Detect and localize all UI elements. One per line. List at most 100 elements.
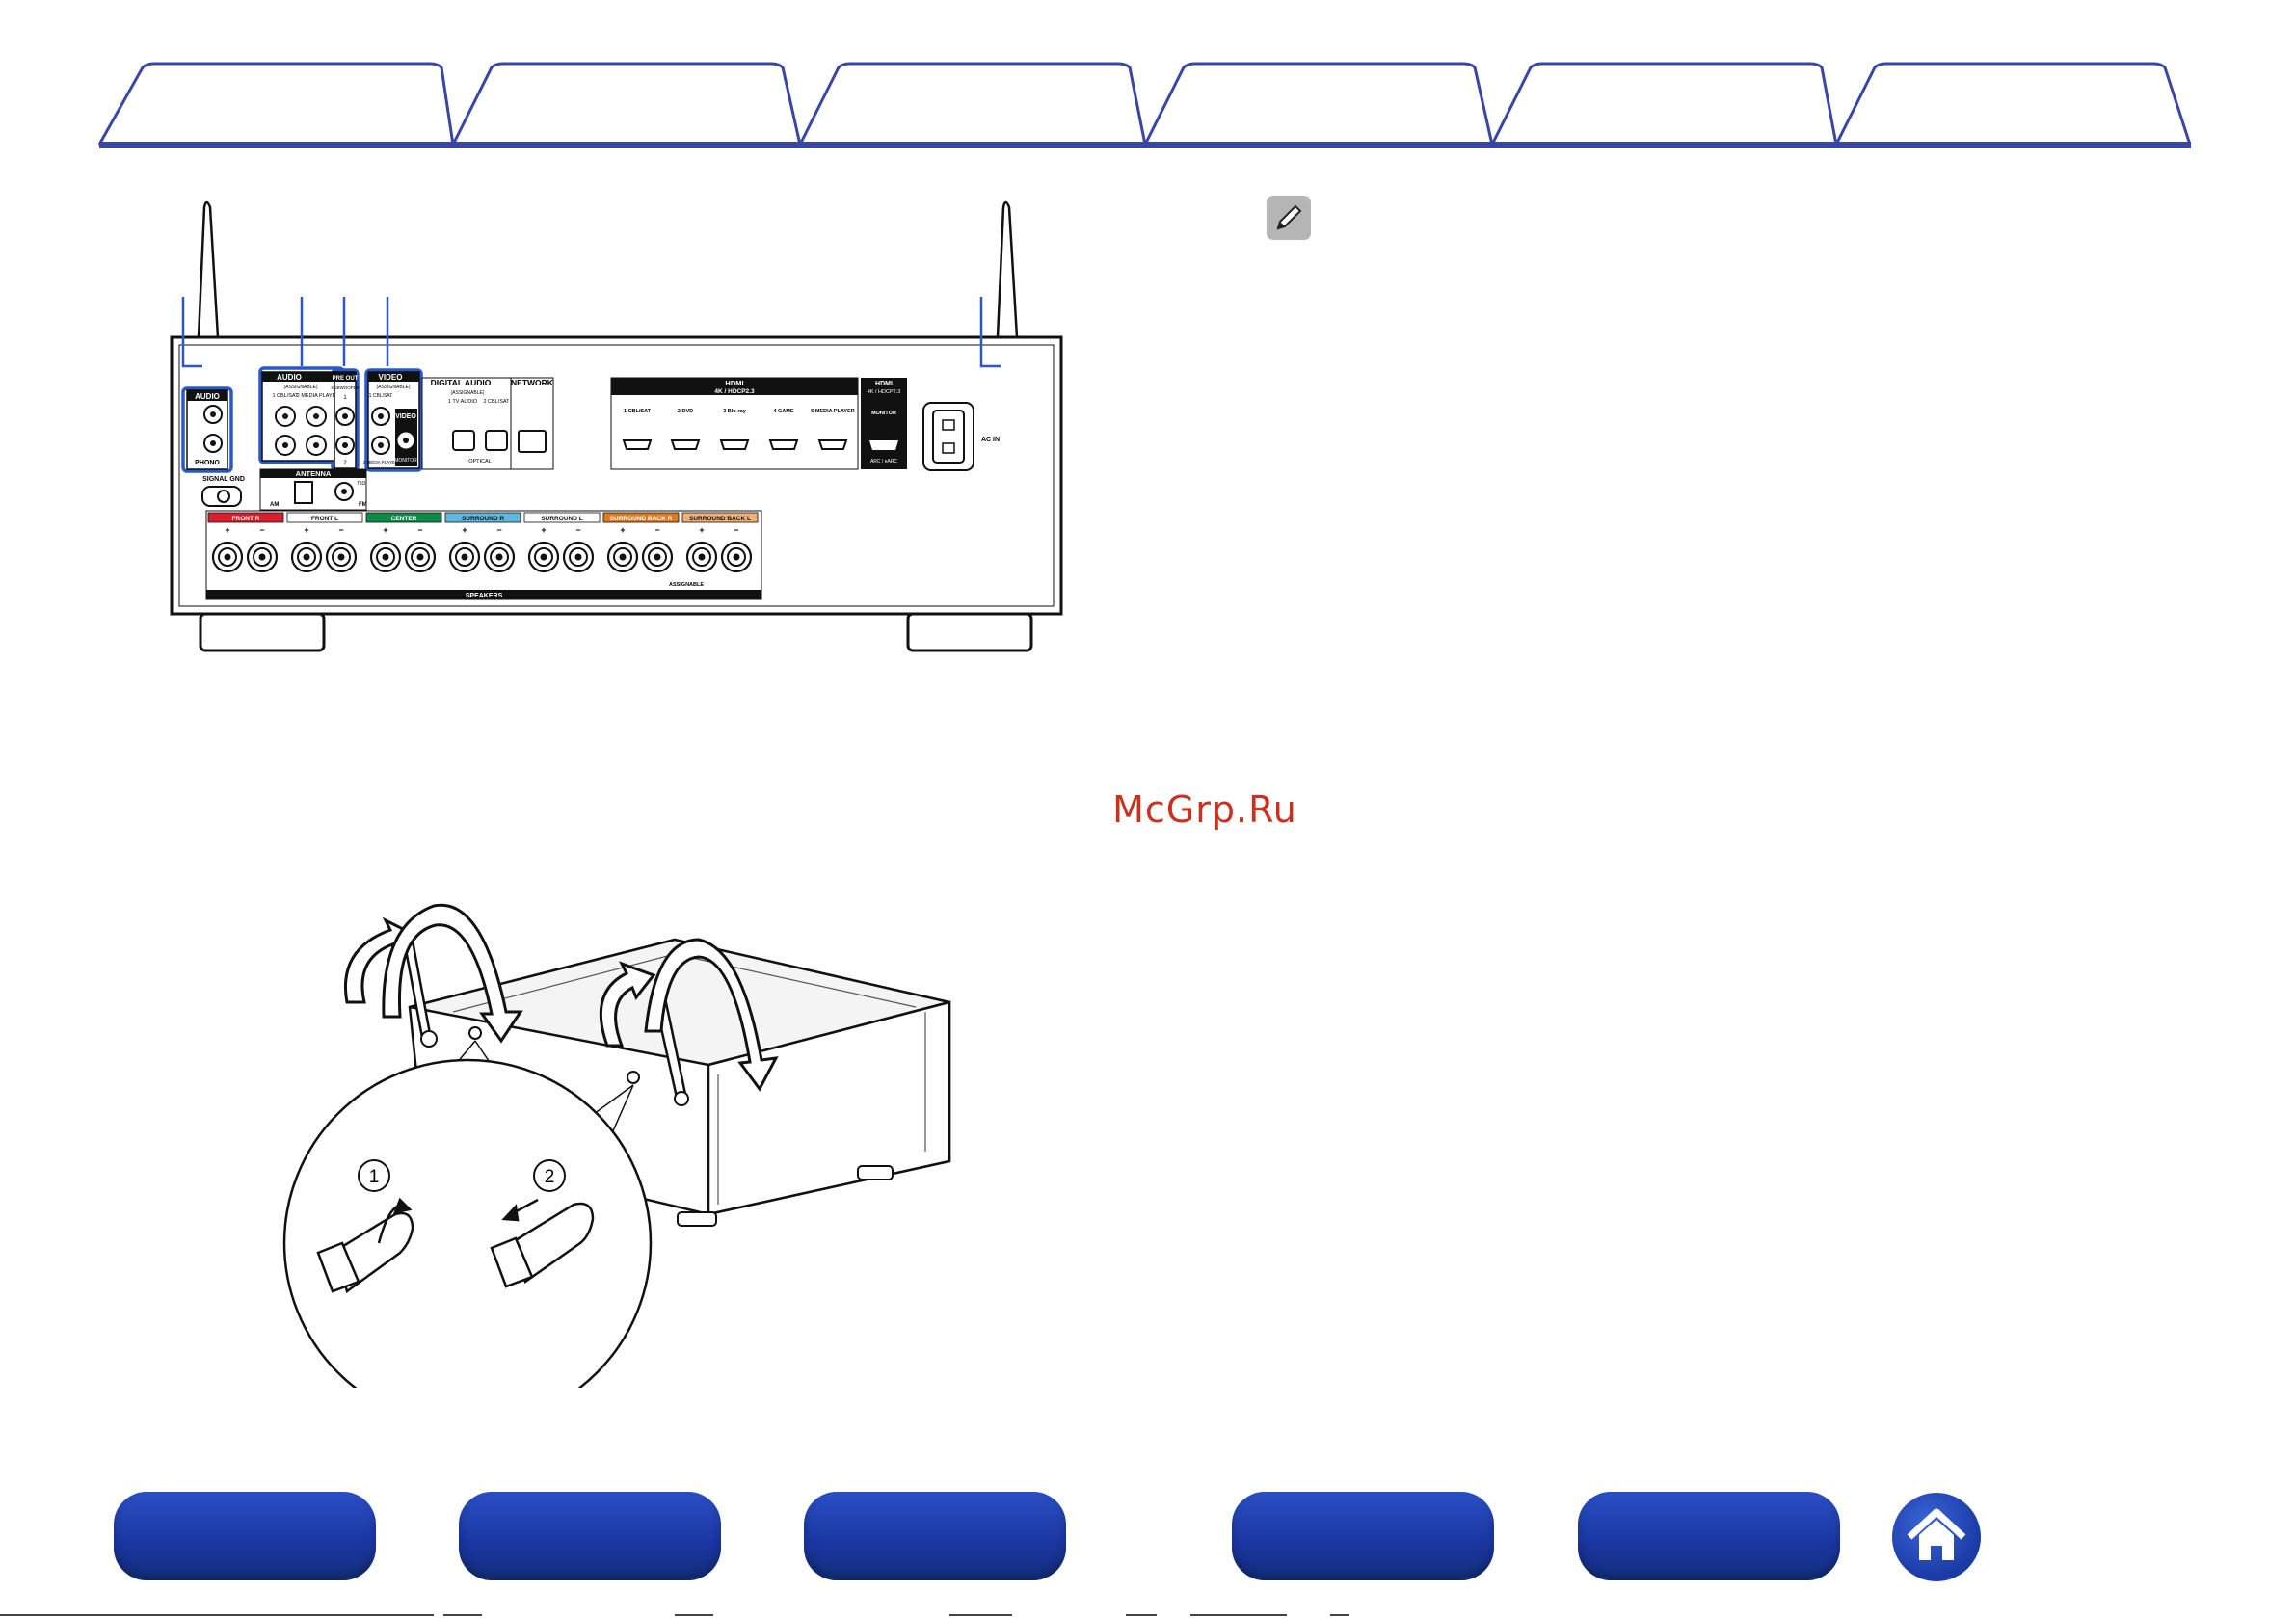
home-button[interactable] (1892, 1493, 1981, 1581)
speaker-group-header (602, 512, 680, 523)
step2-marker: 2 (545, 1167, 555, 1187)
plus-sign: + (699, 525, 704, 535)
foot-left (199, 612, 326, 652)
digital-ch1: 1 TV AUDIO (448, 399, 478, 405)
speaker-terminal-hole (698, 553, 706, 561)
minus-sign: − (496, 525, 501, 535)
ac-in-label: AC IN (981, 437, 1000, 443)
speaker-terminal-hole (382, 553, 389, 561)
hdmi-out-sub: 4K / HDCP2.3 (868, 389, 901, 395)
digital-ch2: 2 CBL/SAT (483, 399, 510, 405)
minus-sign: − (259, 525, 264, 535)
plus-sign: + (304, 525, 308, 535)
speaker-terminal-hole (258, 553, 266, 561)
nav-button-2[interactable] (459, 1492, 721, 1580)
fm-ohm: 75Ω (357, 481, 366, 487)
hdmi-arc: ARC / eARC (870, 459, 897, 464)
minus-sign: − (575, 525, 580, 535)
audio-in-label: AUDIO (277, 373, 302, 382)
speaker-group-5: SURROUND L + − (523, 512, 601, 573)
plus-sign: + (383, 525, 387, 535)
tab-3[interactable] (798, 62, 1147, 146)
speaker-group-header (523, 512, 601, 523)
speaker-group-header (681, 512, 759, 523)
plus-sign: + (541, 525, 546, 535)
speaker-group-6: SURROUND BACK R+− (602, 512, 680, 573)
plus-sign: + (225, 525, 229, 535)
tab-2[interactable] (451, 62, 802, 146)
tab-5[interactable] (1490, 62, 1838, 146)
speaker-terminal-hole (495, 553, 503, 561)
digital-assignable: (ASSIGNABLE) (450, 390, 484, 396)
callout-lines (181, 297, 1001, 368)
speaker-group-1: FRONT R+− (207, 512, 284, 573)
monitor-label: MONITOR (394, 458, 417, 464)
pre-out-label: PRE OUT (333, 376, 359, 382)
antenna-label: ANTENNA (296, 469, 332, 478)
speaker-group-label: SURROUND BACK R (610, 516, 673, 522)
speaker-group-2: FRONT L+ − (286, 512, 363, 573)
speaker-group-header (207, 512, 284, 523)
speaker-terminal-hole (461, 553, 468, 561)
signal-gnd-label: SIGNAL GND (202, 476, 245, 483)
speaker-group-label: FRONT L (311, 516, 338, 522)
plus-sign: + (462, 525, 467, 535)
assignable-label: ASSIGNABLE (669, 582, 704, 588)
hdmi-in-sub: 4K / HDCP2.3 (714, 388, 755, 395)
speaker-terminal-groups: FRONT R+−FRONT L+−CENTER+−SURROUND R+−SU… (207, 512, 759, 573)
hdmi-in-label: HDMI (725, 379, 743, 387)
speaker-group-label: SURROUND R (462, 516, 504, 522)
minus-sign: − (734, 525, 738, 535)
tab-1[interactable] (97, 62, 455, 146)
pencil-note-icon (1267, 196, 1311, 240)
crop-marks (0, 1614, 1349, 1616)
tab-6[interactable] (1834, 62, 2192, 146)
hdmi-in-3: 3 Blu-ray (723, 409, 746, 414)
nav-button-4[interactable] (1232, 1492, 1494, 1580)
minus-sign: − (654, 525, 659, 535)
minus-sign: − (338, 525, 343, 535)
am-label: AM (270, 502, 279, 508)
speaker-group-header (286, 512, 363, 523)
speaker-group-label: SURROUND BACK L (689, 516, 751, 522)
speaker-terminal-hole (337, 553, 345, 561)
foot-right (906, 612, 1033, 652)
speakers-label: SPEAKERS (466, 593, 503, 599)
speaker-terminal-hole (733, 553, 740, 561)
pre-out-ch2: 2 (343, 461, 347, 466)
highlight-boxes (181, 366, 423, 473)
video-assignable: (ASSIGNABLE) (376, 385, 410, 390)
video-in-label: VIDEO (379, 373, 403, 382)
speaker-terminal-hole (574, 553, 582, 561)
audio-in-ch1: 1 CBL/SAT (272, 393, 299, 399)
antenna-installation-illustration: 1 2 (282, 903, 951, 1388)
phono-label: PHONO (195, 460, 220, 466)
speaker-group-4: SURROUND R + − (444, 512, 521, 573)
speaker-group-label: CENTER (391, 516, 417, 522)
subwoofer-label: SUBWOOFER (331, 385, 360, 390)
speaker-terminal-hole (540, 553, 547, 561)
nav-button-3[interactable] (804, 1492, 1066, 1580)
pre-out-ch1: 1 (343, 395, 347, 401)
hdmi-in-1: 1 CBL/SAT (624, 409, 652, 414)
nav-button-1[interactable] (114, 1492, 376, 1580)
speaker-terminal-hole (619, 553, 627, 561)
audio-in-ch2: 2 MEDIA PLAYER (297, 393, 340, 399)
nav-button-5[interactable] (1578, 1492, 1840, 1580)
minus-sign: − (417, 525, 422, 535)
tab-4[interactable] (1143, 62, 1494, 146)
speaker-terminal-hole (224, 553, 231, 561)
speaker-group-3: CENTER + − (365, 512, 442, 573)
video-ch2: 2 MEDIA PLAYER (363, 460, 399, 464)
hdmi-in-4: 4 GAME (773, 409, 793, 414)
network-label: NETWORK (511, 378, 554, 387)
speaker-terminal-hole (303, 553, 310, 561)
fm-label: FM (359, 502, 367, 508)
top-tab-bar (97, 62, 2192, 148)
rear-panel-illustration: AUDIO PHONO SIGNAL GND AUDIO (ASSIGNABLE… (170, 200, 1063, 652)
speaker-group-label: SURROUND L (541, 516, 582, 522)
speaker-terminal-hole (416, 553, 424, 561)
audio-phono-label: AUDIO (195, 392, 220, 401)
video-out-label: VIDEO (395, 413, 416, 420)
home-icon (1907, 1508, 1966, 1560)
